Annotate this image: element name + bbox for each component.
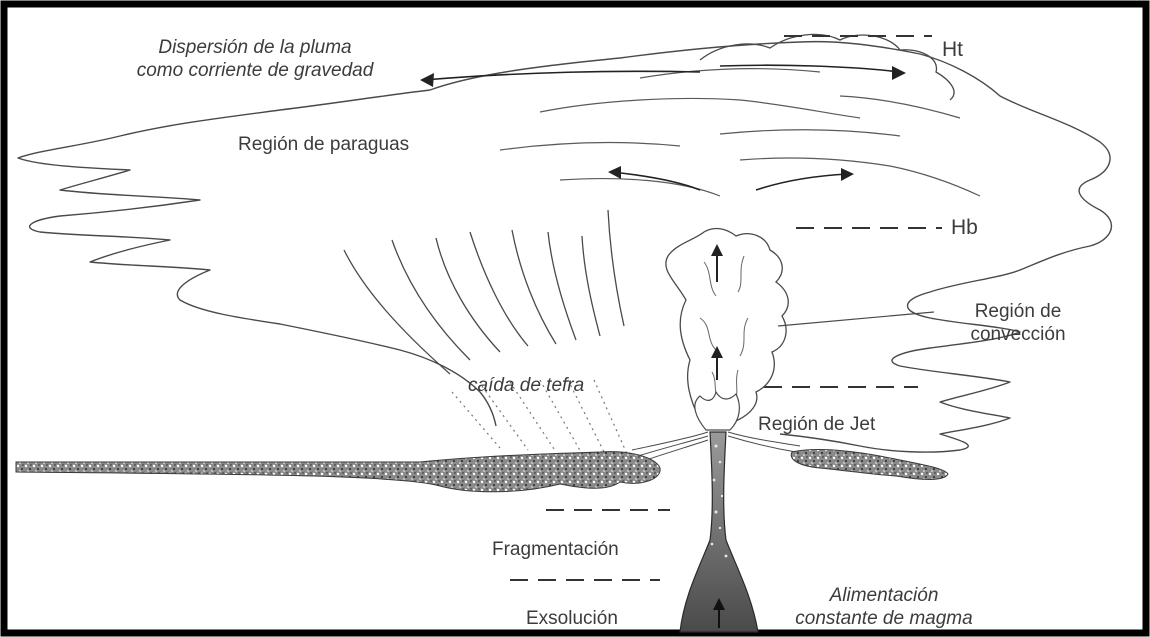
magma-supply-line1: Alimentación — [784, 584, 984, 607]
hb-label: Hb — [951, 216, 978, 239]
tephra-fall-curve — [436, 238, 500, 352]
convection-label-line1: Región de — [938, 300, 1098, 323]
dispersion-label-line2: como corriente de gravedad — [90, 59, 420, 82]
magma-supply-line2: constante de magma — [784, 607, 984, 630]
jet-region-outline — [695, 392, 740, 430]
tephra-fall-curve — [548, 232, 576, 340]
dispersion-label: Dispersión de la pluma como corriente de… — [90, 36, 420, 82]
exsolution-label: Exsolución — [526, 607, 618, 630]
convection-label-line2: convección — [938, 323, 1098, 346]
tephra-deposit-left — [16, 452, 660, 492]
tephra-fall-curve — [470, 232, 528, 346]
jet-region-label: Región de Jet — [758, 413, 875, 436]
tephra-fall-curve — [344, 250, 450, 374]
fragmentation-label: Fragmentación — [492, 538, 619, 561]
tephra-deposit-right — [791, 450, 948, 480]
dispersion-arrow-left-head — [420, 73, 434, 87]
tephra-fall-label: caída de tefra — [468, 374, 584, 397]
ht-label: Ht — [942, 38, 963, 61]
tephra-fall-curve — [392, 240, 470, 360]
dispersion-label-line1: Dispersión de la pluma — [90, 36, 420, 59]
umbrella-region-label: Región de paraguas — [238, 133, 409, 156]
convection-region-label: Región de convección — [938, 300, 1098, 346]
magma-supply-label: Alimentación constante de magma — [784, 584, 984, 630]
jet-lines-left — [632, 432, 708, 460]
